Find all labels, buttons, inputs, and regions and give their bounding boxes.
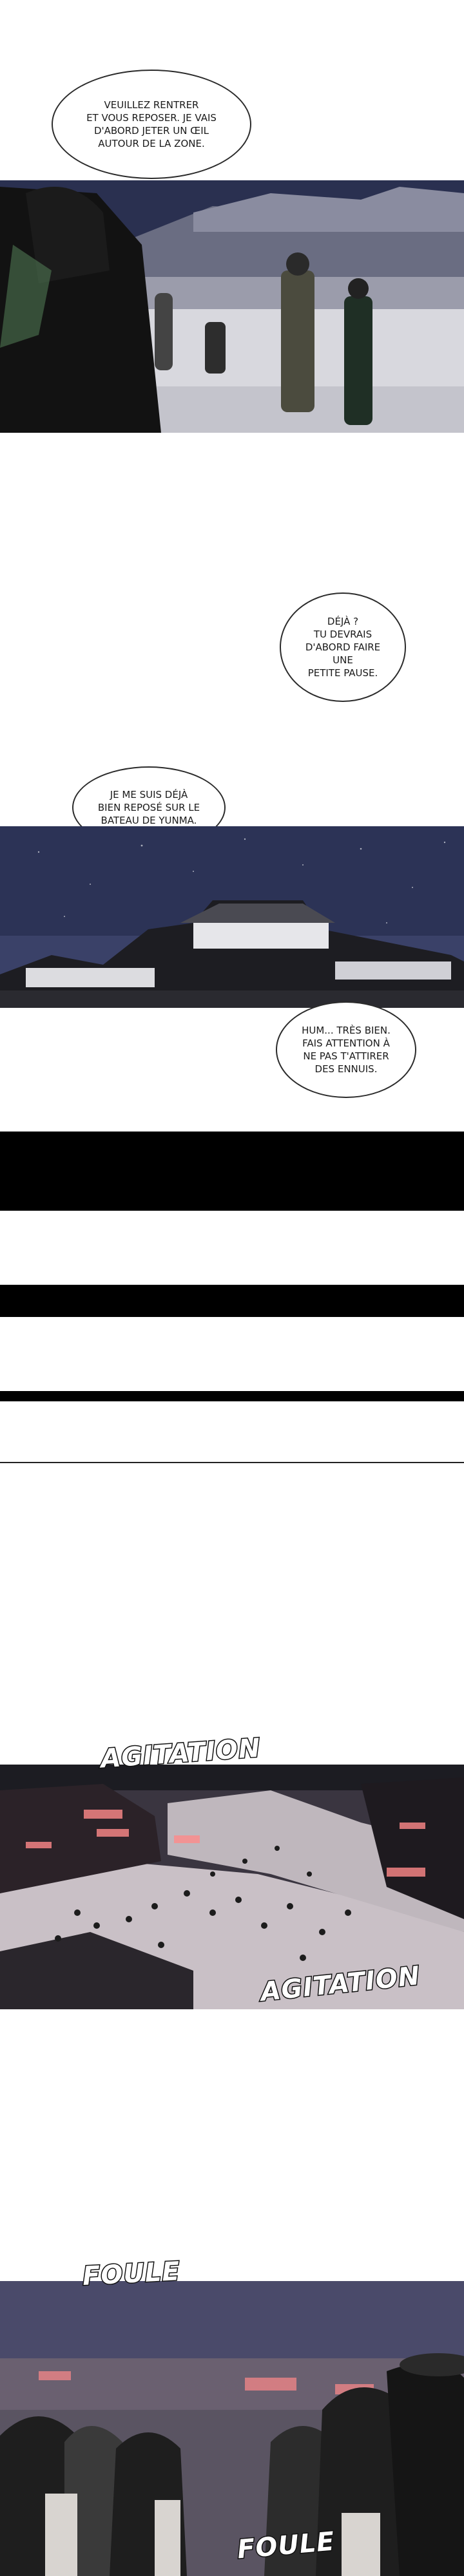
panel-crowd-closeup bbox=[0, 2281, 464, 2576]
panel-starry-rooftops bbox=[0, 826, 464, 1008]
panel-town-crowd bbox=[0, 1765, 464, 2009]
speech-bubble-4: HUM... TRÈS BIEN. FAIS ATTENTION À NE PA… bbox=[276, 1001, 416, 1098]
black-bar-3 bbox=[0, 1391, 464, 1401]
crowd-illustration bbox=[0, 2281, 464, 2576]
town-illustration bbox=[0, 1765, 464, 2009]
black-bar-1 bbox=[0, 1132, 464, 1211]
speech-bubble-1: VEUILLEZ RENTRER ET VOUS REPOSER. JE VAI… bbox=[52, 70, 251, 179]
sfx-foule-1: FOULE bbox=[81, 2256, 182, 2293]
black-divider-line bbox=[0, 1462, 464, 1463]
black-bar-2 bbox=[0, 1285, 464, 1317]
speech-bubble-2: DÉJÀ ? TU DEVRAIS D'ABORD FAIRE UNE PETI… bbox=[280, 592, 406, 702]
courtyard-illustration bbox=[0, 0, 464, 433]
panel-courtyard-night bbox=[0, 0, 464, 433]
rooftops-illustration bbox=[0, 826, 464, 1008]
